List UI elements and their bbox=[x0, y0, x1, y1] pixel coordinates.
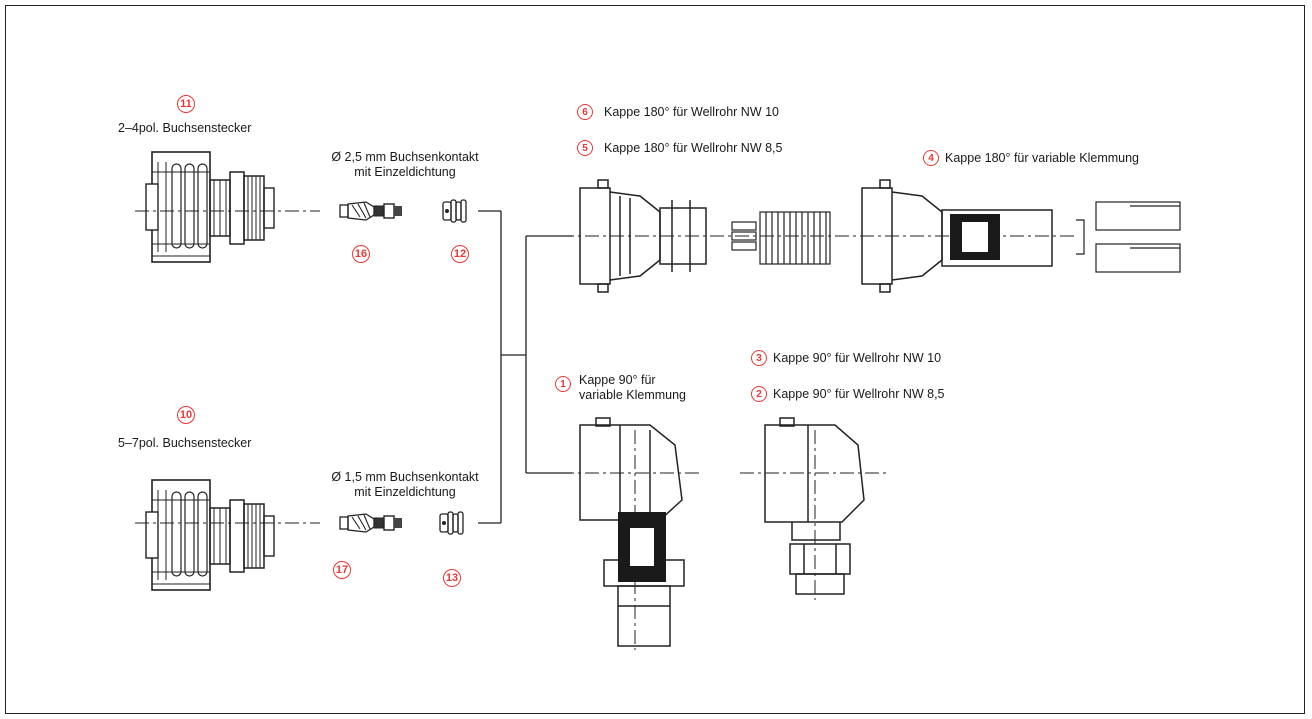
contact-2-5mm-drawing bbox=[339, 201, 403, 221]
label-kappe-90-variable: Kappe 90° für variable Klemmung bbox=[579, 373, 686, 403]
seal-12-drawing bbox=[442, 199, 467, 223]
cable-ends-drawing bbox=[731, 221, 757, 251]
label-5-7pol-buchsenstecker: 5–7pol. Buchsenstecker bbox=[118, 436, 252, 450]
label-kappe-90-nw10: Kappe 90° für Wellrohr NW 10 bbox=[773, 351, 942, 365]
label-kappe-90-variable-line2: variable Klemmung bbox=[579, 388, 686, 402]
label-contact-1-5mm-line2: mit Einzeldichtung bbox=[354, 485, 456, 499]
callout-2: 2 bbox=[751, 386, 767, 402]
callout-5: 5 bbox=[577, 140, 593, 156]
callout-6: 6 bbox=[577, 104, 593, 120]
callout-13: 13 bbox=[443, 569, 461, 587]
seal-13-drawing bbox=[439, 511, 464, 535]
cap-180-wellrohr-drawing bbox=[579, 179, 707, 293]
corrugated-tube-drawing bbox=[759, 211, 831, 265]
callout-10: 10 bbox=[177, 406, 195, 424]
connector-2-4pol-drawing bbox=[145, 151, 275, 263]
connector-5-7pol-drawing bbox=[145, 479, 275, 591]
label-kappe-180-nw8-5: Kappe 180° für Wellrohr NW 8,5 bbox=[604, 141, 783, 155]
label-contact-1-5mm-line1: Ø 1,5 mm Buchsenkontakt bbox=[331, 470, 479, 484]
label-contact-1-5mm: Ø 1,5 mm Buchsenkontakt mit Einzeldichtu… bbox=[294, 470, 516, 500]
label-kappe-180-variable: Kappe 180° für variable Klemmung bbox=[945, 151, 1140, 165]
callout-4: 4 bbox=[923, 150, 939, 166]
callout-16: 16 bbox=[352, 245, 370, 263]
label-contact-2-5mm: Ø 2,5 mm Buchsenkontakt mit Einzeldichtu… bbox=[294, 150, 516, 180]
label-2-4pol-buchsenstecker: 2–4pol. Buchsenstecker bbox=[118, 121, 252, 135]
callout-3: 3 bbox=[751, 350, 767, 366]
label-contact-2-5mm-line2: mit Einzeldichtung bbox=[354, 165, 456, 179]
cap-180-variable-drawing bbox=[861, 179, 1053, 293]
callout-12: 12 bbox=[451, 245, 469, 263]
label-kappe-90-variable-line1: Kappe 90° für bbox=[579, 373, 656, 387]
callout-17: 17 bbox=[333, 561, 351, 579]
callout-11: 11 bbox=[177, 95, 195, 113]
label-contact-2-5mm-line1: Ø 2,5 mm Buchsenkontakt bbox=[331, 150, 479, 164]
contact-1-5mm-drawing bbox=[339, 513, 403, 533]
label-kappe-180-nw10: Kappe 180° für Wellrohr NW 10 bbox=[604, 105, 779, 119]
drawing-frame bbox=[5, 5, 1305, 714]
cap-90-wellrohr-drawing bbox=[764, 417, 865, 595]
label-kappe-90-nw8-5: Kappe 90° für Wellrohr NW 8,5 bbox=[773, 387, 945, 401]
callout-1: 1 bbox=[555, 376, 571, 392]
